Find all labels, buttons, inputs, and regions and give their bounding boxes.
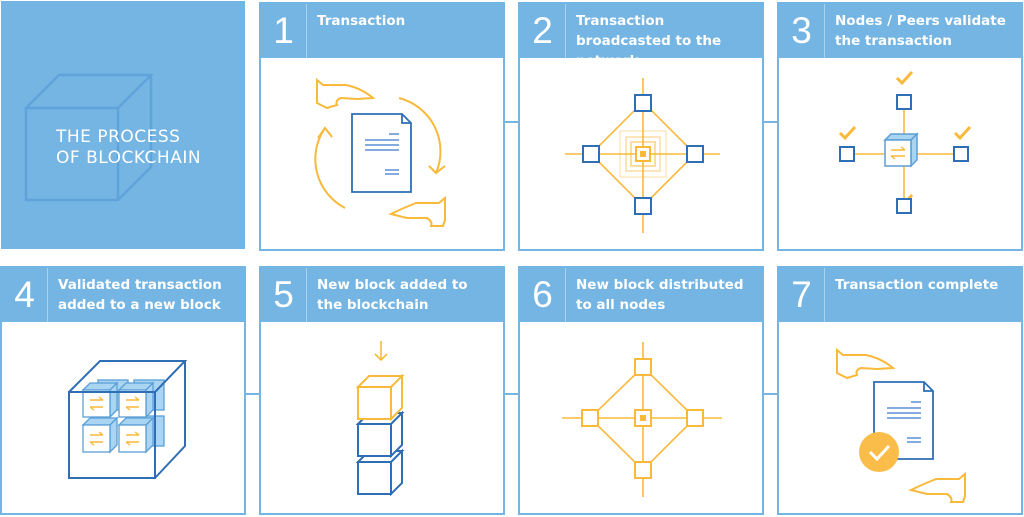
- step-1-panel: 1 Transaction: [259, 2, 505, 251]
- step-label: New block added to the blockchain: [317, 277, 468, 313]
- step-3-panel: 3 Nodes / Peers validate the transaction: [777, 2, 1023, 251]
- network-broadcast-icon: [565, 78, 720, 233]
- network-distribution-icon: [562, 342, 722, 497]
- step-number: 2: [520, 4, 566, 58]
- step-number: 6: [520, 268, 566, 322]
- step-label: Transaction complete: [835, 277, 999, 293]
- step-header: 1 Transaction: [261, 4, 503, 58]
- step-header: 2 Transaction broadcasted to the network: [520, 4, 762, 69]
- title-panel: THE PROCESS OF BLOCKCHAIN: [1, 1, 245, 249]
- step-label: Nodes / Peers validate the transaction: [835, 13, 1006, 49]
- step-number: 1: [261, 4, 307, 58]
- step-header: 5 New block added to the blockchain: [261, 268, 503, 322]
- step-number: 7: [779, 268, 825, 322]
- step-label: Transaction broadcasted to the network: [576, 13, 722, 69]
- block-of-transactions-icon: [68, 360, 188, 479]
- nodes-validate-icon: [838, 70, 972, 214]
- cube-outline-icon: [24, 73, 155, 202]
- step-header: 6 New block distributed to all nodes: [520, 268, 762, 322]
- step-label: Validated transaction added to a new blo…: [58, 277, 222, 313]
- connector: [504, 121, 518, 123]
- title-line-1: THE PROCESS: [56, 127, 181, 147]
- step-header: 3 Nodes / Peers validate the transaction: [779, 4, 1021, 58]
- step-6-panel: 6 New block distributed to all nodes: [518, 266, 764, 515]
- title-line-2: OF BLOCKCHAIN: [56, 148, 202, 168]
- check-circle-icon: [859, 432, 899, 472]
- connector: [504, 393, 518, 395]
- step-5-panel: 5 New block added to the blockchain: [259, 266, 505, 515]
- connector: [763, 121, 777, 123]
- step-header: 7 Transaction complete: [779, 268, 1021, 322]
- step-4-panel: 4 Validated transaction added to a new b…: [0, 266, 246, 515]
- document-complete-icon: [836, 347, 966, 503]
- step-number: 3: [779, 4, 825, 58]
- step-label: New block distributed to all nodes: [576, 277, 744, 313]
- step-label: Transaction: [317, 13, 406, 29]
- step-2-panel: 2 Transaction broadcasted to the network: [518, 2, 764, 251]
- step-header: 4 Validated transaction added to a new b…: [2, 268, 244, 322]
- step-number: 4: [2, 268, 48, 322]
- step-7-panel: 7 Transaction complete: [777, 266, 1023, 515]
- hands-document-exchange-icon: [314, 77, 446, 227]
- block-stack-icon: [355, 341, 405, 497]
- page-title: THE PROCESS OF BLOCKCHAIN: [56, 127, 201, 169]
- connector: [245, 393, 259, 395]
- step-number: 5: [261, 268, 307, 322]
- connector: [763, 393, 777, 395]
